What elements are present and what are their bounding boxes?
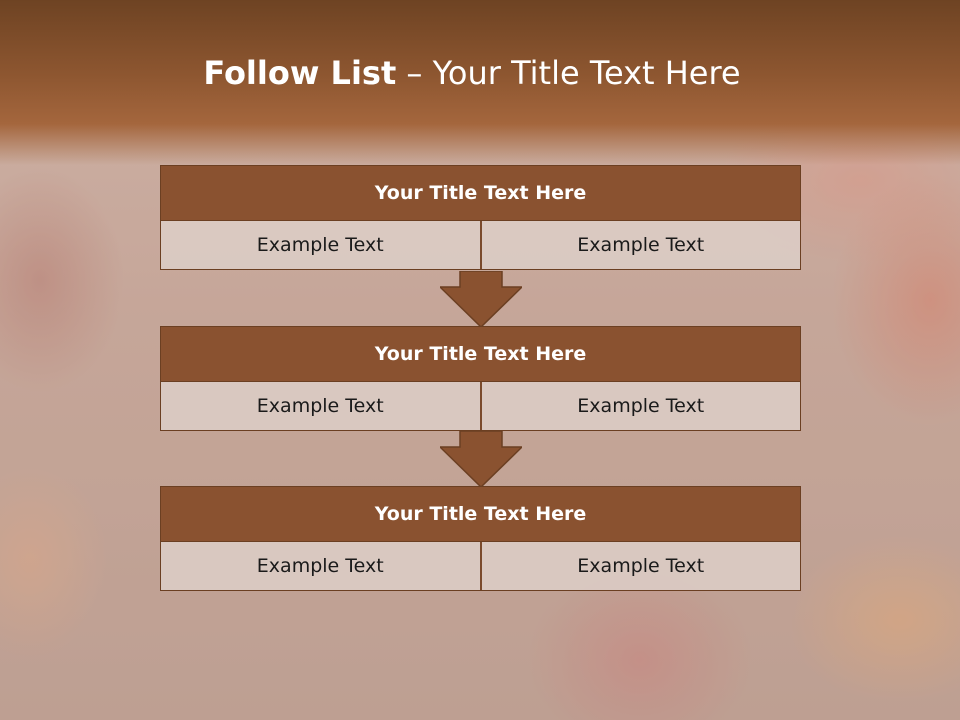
block-cell-left: Example Text [161,542,480,590]
title-bar [0,0,960,165]
down-arrow-icon [440,431,522,487]
slide-title-bold: Follow List [203,54,397,92]
down-arrow-icon [440,271,522,327]
follow-block-2: Your Title Text Here Example Text Exampl… [160,326,801,431]
block-cell-right: Example Text [479,382,800,430]
slide-title: Follow List – Your Title Text Here [0,54,944,92]
block-title: Your Title Text Here [160,486,801,542]
block-row: Example Text Example Text [160,382,801,431]
block-cell-right: Example Text [479,221,800,269]
block-row: Example Text Example Text [160,542,801,591]
block-cell-right: Example Text [479,542,800,590]
block-cell-left: Example Text [161,221,480,269]
block-title: Your Title Text Here [160,165,801,221]
block-title: Your Title Text Here [160,326,801,382]
block-cell-left: Example Text [161,382,480,430]
block-row: Example Text Example Text [160,221,801,270]
follow-block-3: Your Title Text Here Example Text Exampl… [160,486,801,591]
slide-title-rest: – Your Title Text Here [396,54,741,92]
follow-block-1: Your Title Text Here Example Text Exampl… [160,165,801,270]
